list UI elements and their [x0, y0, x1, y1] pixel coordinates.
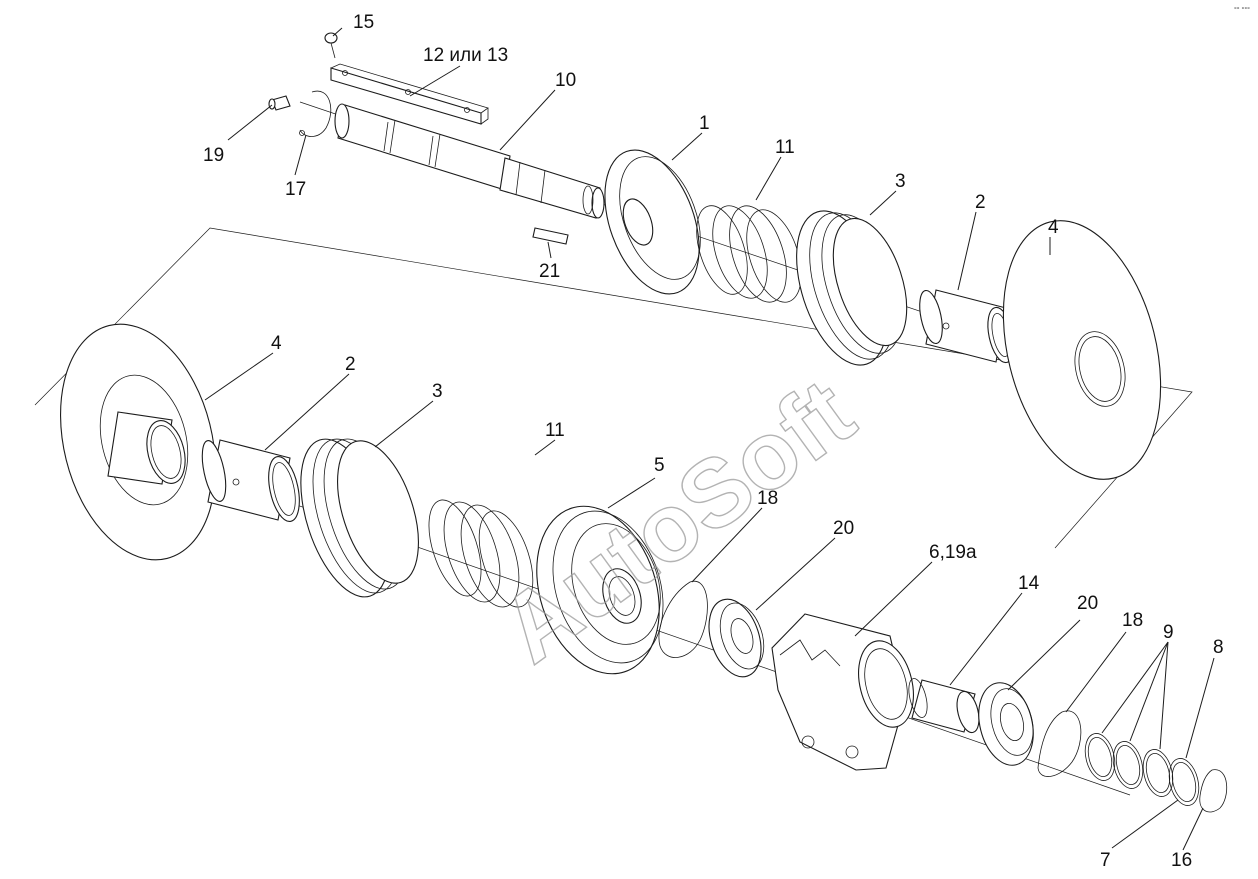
callout-1: 1: [699, 113, 710, 134]
washer-8: [1168, 758, 1200, 806]
grease-nipple-19: [268, 95, 291, 111]
washers-9: [1084, 733, 1174, 797]
disc-4-top: [1002, 220, 1162, 480]
callout-7: 7: [1100, 850, 1111, 871]
disc-4-bottom: [60, 323, 216, 561]
callout-18-right: 18: [1122, 610, 1143, 631]
callout-5: 5: [654, 455, 665, 476]
bearing-20-left: [708, 598, 765, 678]
bellows-3-top: [796, 210, 908, 366]
circlip-16: [1199, 769, 1228, 813]
housing-6-19a: [771, 613, 914, 771]
bearing-20-right: [978, 682, 1034, 766]
callout-20-right: 20: [1077, 593, 1098, 614]
bushing-2-top: [919, 289, 1015, 364]
corner-mark: °° °°°: [1234, 6, 1250, 14]
callout-8: 8: [1213, 637, 1224, 658]
callout-4-top: 4: [1048, 217, 1059, 238]
callout-3-top: 3: [895, 171, 906, 192]
callout-17: 17: [285, 179, 306, 200]
bellows-3-bottom: [300, 438, 419, 598]
bushing-2-bottom: [201, 439, 300, 522]
leader-lines: [204, 27, 1215, 851]
callout-2-top: 2: [975, 192, 986, 213]
disc-1: [604, 149, 701, 295]
key-21: [532, 227, 569, 245]
callout-18-left: 18: [757, 488, 778, 509]
callout-15: 15: [353, 12, 374, 33]
callout-labels: 15 12 или 13 10 19 17 1 11 3 2 4 21 4 2 …: [203, 12, 1224, 871]
retaining-ring-17: [299, 90, 332, 137]
callout-11-bottom: 11: [545, 420, 565, 441]
callout-19-top: 19: [203, 145, 224, 166]
callout-14: 14: [1018, 573, 1040, 594]
strip-12-13: [330, 63, 489, 125]
callout-10: 10: [555, 70, 576, 91]
spring-11-bottom: [428, 499, 534, 608]
sleeve-14: [908, 678, 980, 734]
callout-21: 21: [539, 261, 560, 282]
callout-16: 16: [1171, 850, 1192, 871]
screw-15: [324, 32, 338, 59]
callout-20-left: 20: [833, 518, 854, 539]
callout-6-19a: 6,19а: [929, 542, 977, 563]
circlip-18-right: [1037, 710, 1082, 777]
callout-4-bottom: 4: [271, 333, 282, 354]
spring-11-top: [696, 205, 802, 303]
callout-12-13: 12 или 13: [423, 45, 508, 66]
callout-11-top: 11: [775, 137, 795, 158]
callout-9: 9: [1163, 622, 1174, 643]
callout-3-bottom: 3: [432, 381, 443, 402]
pulley-5: [536, 505, 664, 675]
shaft-10: [334, 103, 605, 219]
callout-2-bottom: 2: [345, 354, 356, 375]
circlip-18-left: [658, 580, 708, 658]
